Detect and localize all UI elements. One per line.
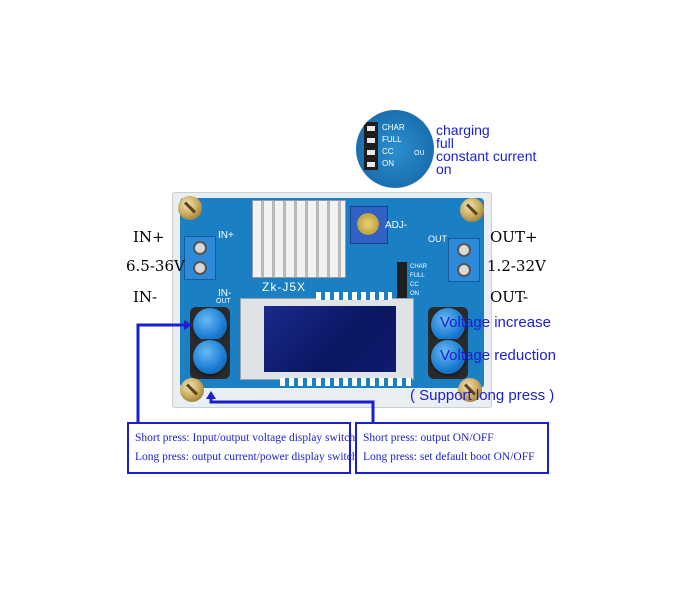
power-button[interactable]	[193, 340, 227, 374]
board-dip-switch	[397, 262, 407, 298]
power-note-long-press: Long press: set default boot ON/OFF	[363, 451, 535, 463]
silk-out-small: OUT	[216, 298, 231, 305]
voltage-reduction-button[interactable]	[431, 340, 465, 374]
label-voltage-reduction: Voltage reduction	[440, 347, 556, 364]
mode-note-short-press: Short press: Input/output voltage displa…	[135, 432, 356, 444]
label-out-plus: OUT+	[490, 228, 538, 246]
heatsink	[252, 200, 346, 278]
power-note-short-press: Short press: output ON/OFF	[363, 432, 494, 444]
board-dip-label-cc: CC	[410, 282, 419, 288]
screw-top-left	[178, 196, 202, 220]
zoom-label-ou: OU	[414, 150, 425, 157]
voltage-increase-button[interactable]	[431, 308, 465, 342]
mode-button-note: Short press: Input/output voltage displa…	[127, 422, 358, 474]
lcd-pins-top	[316, 292, 392, 300]
zoom-label-on: ON	[382, 159, 394, 168]
caption-charging: charging	[436, 122, 490, 138]
board-dip-label-on: ON	[410, 291, 419, 297]
silk-in-plus: IN+	[218, 230, 234, 241]
zoom-label-cc: CC	[382, 147, 394, 156]
label-voltage-increase: Voltage increase	[440, 314, 551, 331]
label-input-voltage-range: 6.5-36V	[126, 257, 185, 275]
label-output-voltage-range: 1.2-32V	[487, 257, 546, 275]
label-support-long-press: ( Support long press )	[410, 387, 555, 404]
lcd-screen	[264, 306, 396, 372]
zoom-label-char: CHAR	[382, 123, 405, 132]
screw-bottom-right	[458, 378, 482, 402]
caption-full: full	[436, 135, 454, 151]
output-terminal	[448, 238, 480, 282]
input-terminal	[184, 236, 216, 280]
silk-in-minus: IN-	[218, 288, 232, 299]
label-in-minus: IN-	[133, 288, 158, 306]
zoom-inset: CHAR FULL CC ON OU	[356, 110, 434, 188]
zoom-label-full: FULL	[382, 135, 402, 144]
screw-top-right	[460, 198, 484, 222]
mode-button[interactable]	[193, 308, 227, 342]
power-button-note: Short press: output ON/OFF Long press: s…	[355, 422, 549, 474]
label-in-plus: IN+	[133, 228, 165, 246]
silk-out: OUT	[428, 234, 447, 244]
potentiometer-knob	[357, 213, 379, 235]
board-dip-label-char: CHAR	[410, 264, 428, 270]
label-out-minus: OUT-	[490, 288, 529, 306]
caption-constant-current: constant current	[436, 148, 537, 164]
mode-note-long-press: Long press: output current/power display…	[135, 451, 358, 463]
silk-adj: ADJ-	[385, 220, 408, 231]
board-dip-label-full: FULL	[410, 273, 425, 279]
silk-model: Zk-J5X	[262, 280, 307, 294]
caption-on: on	[436, 161, 452, 177]
screw-bottom-left	[180, 378, 204, 402]
lcd-pins-bottom	[280, 378, 412, 386]
